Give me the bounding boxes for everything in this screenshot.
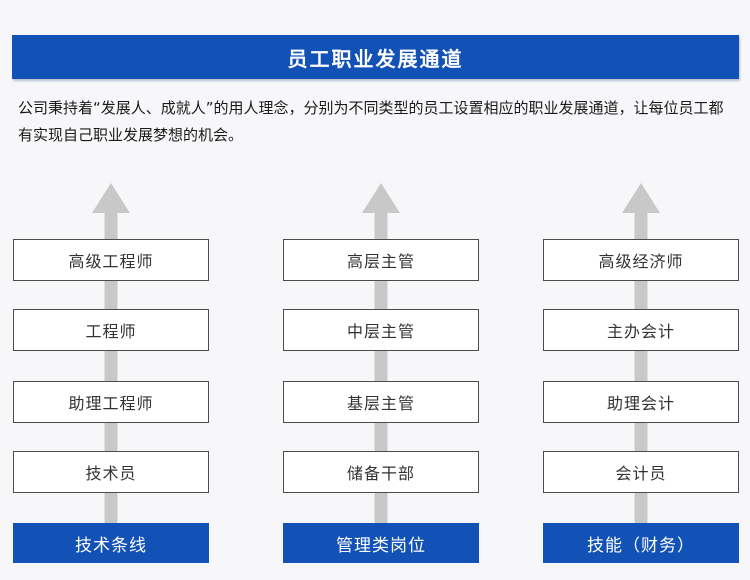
level-box: 主办会计 xyxy=(543,309,739,351)
level-box: 高级经济师 xyxy=(543,239,739,281)
arrow-up-icon xyxy=(92,183,130,213)
level-box: 助理工程师 xyxy=(13,381,209,423)
channel-name-box: 技术条线 xyxy=(13,523,209,563)
channel-skills-finance: 高级经济师 主办会计 助理会计 会计员 技能（财务） xyxy=(543,183,739,563)
level-box: 储备干部 xyxy=(283,451,479,493)
level-box: 中层主管 xyxy=(283,309,479,351)
level-box: 会计员 xyxy=(543,451,739,493)
arrow-shaft xyxy=(374,211,388,525)
channel-name-box: 技能（财务） xyxy=(543,523,739,563)
level-box: 技术员 xyxy=(13,451,209,493)
page-title: 员工职业发展通道 xyxy=(287,46,464,71)
level-box: 基层主管 xyxy=(283,381,479,423)
channel-name-box: 管理类岗位 xyxy=(283,523,479,563)
title-bar: 员工职业发展通道 xyxy=(12,35,739,79)
level-box: 助理会计 xyxy=(543,381,739,423)
arrow-up-icon xyxy=(622,183,660,213)
arrow-up-icon xyxy=(362,183,400,213)
level-box: 工程师 xyxy=(13,309,209,351)
intro-text: 公司秉持着“发展人、成就人”的用人理念，分别为不同类型的员工设置相应的职业发展通… xyxy=(18,99,724,144)
channel-technical: 高级工程师 工程师 助理工程师 技术员 技术条线 xyxy=(13,183,209,563)
level-box: 高级工程师 xyxy=(13,239,209,281)
channel-management: 高层主管 中层主管 基层主管 储备干部 管理类岗位 xyxy=(283,183,479,563)
level-box: 高层主管 xyxy=(283,239,479,281)
arrow-shaft xyxy=(104,211,118,525)
arrow-shaft xyxy=(634,211,648,525)
